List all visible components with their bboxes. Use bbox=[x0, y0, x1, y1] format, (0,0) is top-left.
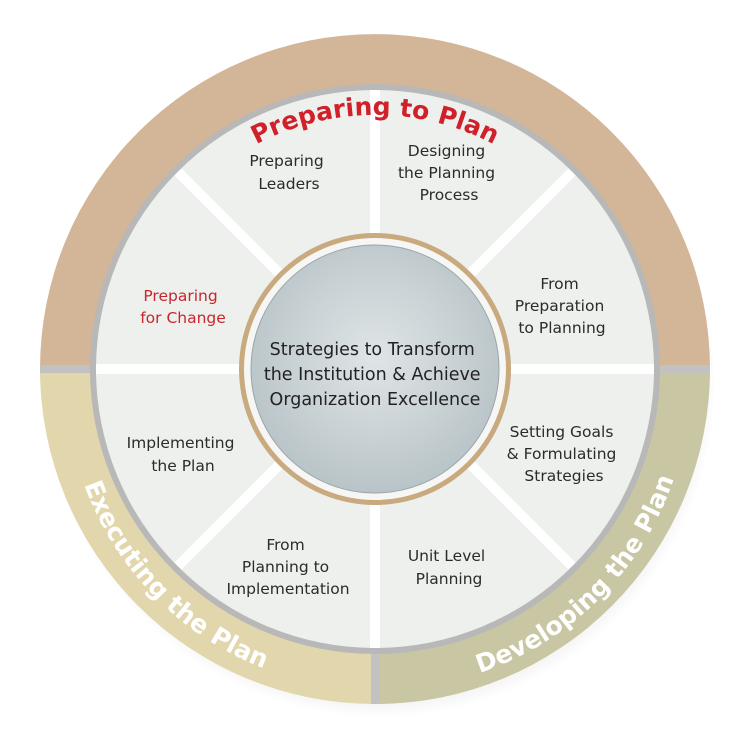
center-line-1: Strategies to Transform bbox=[270, 340, 475, 360]
segment-implementing-the-plan: Implementing the Plan bbox=[127, 434, 240, 475]
segment-preparing-for-change: Preparing for Change bbox=[140, 287, 226, 327]
segment-setting-goals: Setting Goals & Formulating Strategies bbox=[507, 423, 622, 485]
segment-unit-level-planning: Unit Level Planning bbox=[408, 547, 490, 588]
hub-circle bbox=[250, 244, 500, 494]
segment-from-preparation-to-planning: From Preparation to Planning bbox=[515, 275, 609, 337]
segment-planning-to-implementation: From Planning to Implementation bbox=[226, 536, 349, 598]
center-line-3: Organization Excellence bbox=[270, 390, 481, 410]
center-line-2: the Institution & Achieve bbox=[264, 365, 481, 385]
center-title: Strategies to Transform the Institution … bbox=[264, 340, 486, 410]
segment-designing-planning-process: Designing the Planning Process bbox=[398, 142, 500, 204]
segment-preparing-leaders: Preparing Leaders bbox=[249, 152, 328, 193]
